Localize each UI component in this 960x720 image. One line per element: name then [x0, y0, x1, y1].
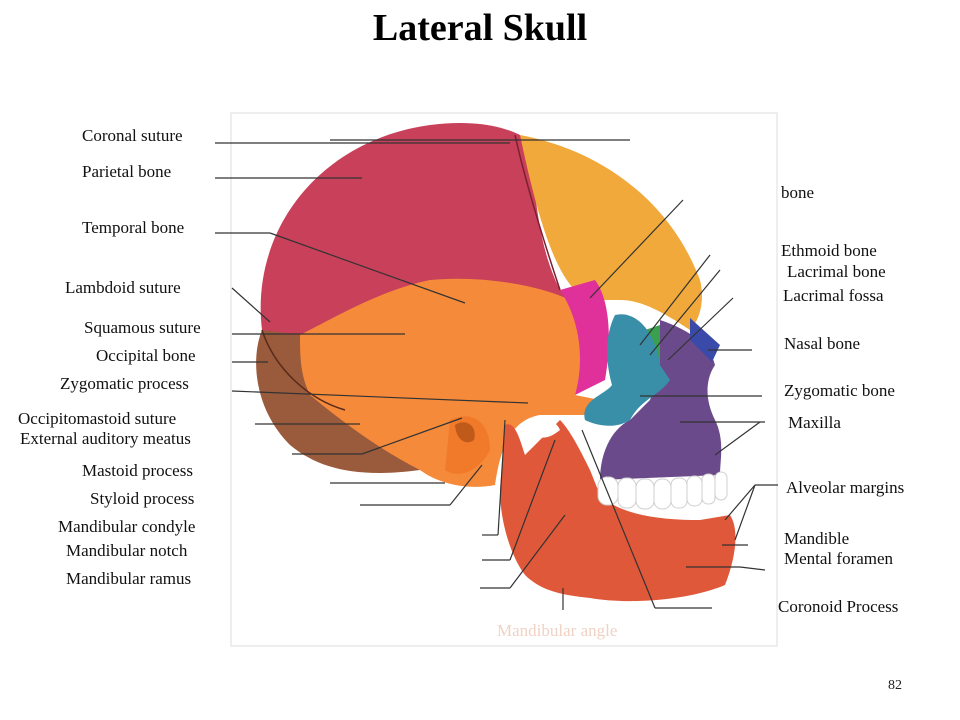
label-bone: bone: [781, 183, 815, 202]
parietal-bone-shape: [260, 123, 590, 335]
label-mandibular-condyle: Mandibular condyle: [58, 517, 196, 536]
page-title: Lateral Skull: [372, 7, 588, 49]
label-maxilla: Maxilla: [788, 413, 841, 432]
maxilla-bone-shape: [600, 320, 722, 480]
label-alveolar-margins: Alveolar margins: [786, 478, 905, 497]
label-lacrimal-fossa: Lacrimal fossa: [783, 286, 884, 305]
label-squamous-suture: Squamous suture: [84, 318, 201, 337]
lambdoid-suture-line: [261, 329, 346, 411]
sphenoid-bone-shape: [560, 280, 609, 395]
label-occipital-bone: Occipital bone: [96, 346, 196, 365]
label-mental-foramen: Mental foramen: [784, 549, 894, 568]
label-coronal-suture: Coronal suture: [82, 126, 183, 145]
label-mastoid-process: Mastoid process: [82, 461, 193, 480]
ear-opening-shape: [455, 422, 475, 443]
label-zygomatic-bone: Zygomatic bone: [784, 381, 895, 400]
label-parietal-bone: Parietal bone: [82, 162, 172, 181]
label-coronoid-process: Coronoid Process: [778, 597, 899, 616]
label-lambdoid-suture: Lambdoid suture: [65, 278, 181, 297]
nasal-bone-shape: [690, 318, 720, 362]
mandible-bone-shape: [500, 420, 736, 602]
label-external-auditory-meatus: External auditory meatus: [20, 429, 191, 448]
temporal-bone-shape: [300, 278, 600, 487]
label-temporal-bone: Temporal bone: [82, 218, 185, 237]
zygomatic-bone-shape: [584, 314, 670, 426]
leader-lines: [215, 139, 778, 610]
label-mandibular-notch: Mandibular notch: [66, 541, 188, 560]
label-ethmoid-bone: Ethmoid bone: [781, 241, 877, 260]
teeth: [597, 471, 728, 510]
label-zygomatic-process: Zygomatic process: [60, 374, 189, 393]
label-mandibular-ramus: Mandibular ramus: [66, 569, 192, 588]
label-styloid-process: Styloid process: [90, 489, 195, 508]
coronal-suture-line: [514, 134, 561, 291]
label-occipitomastoid-suture: Occipitomastoid suture: [18, 409, 177, 428]
label-mandibular-angle: Mandibular angle: [497, 621, 618, 640]
frontal-bone-shape: [520, 135, 702, 330]
mandibular-notch-gap: [525, 418, 560, 438]
label-lacrimal-bone: Lacrimal bone: [787, 262, 886, 281]
page-number: 82: [888, 678, 902, 693]
label-nasal-bone: Nasal bone: [784, 334, 861, 353]
label-mandible: Mandible: [784, 529, 850, 548]
